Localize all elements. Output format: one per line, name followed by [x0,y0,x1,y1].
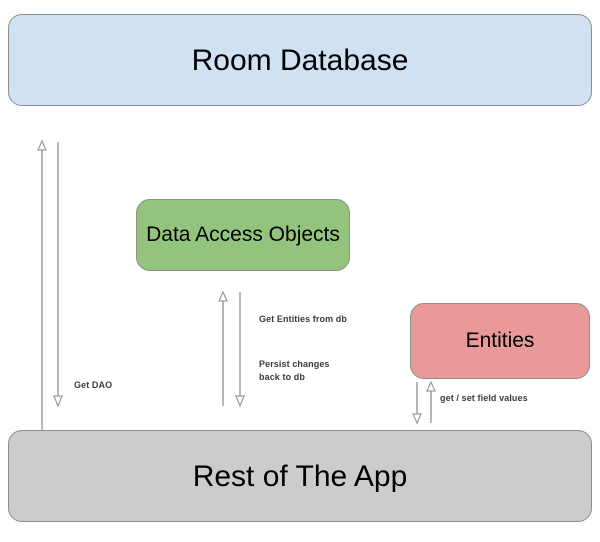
node-data-access-objects[interactable]: Data Access Objects [136,199,350,271]
node-room-database[interactable]: Room Database [8,14,592,106]
edge-label-get-entities-from-db: Get Entities from db [259,314,348,324]
edge-label-get-set-field-values: get / set field values [440,393,528,403]
edge-entities-to-app [412,382,422,425]
edge-dao-returned [53,142,63,408]
edge-get-dao-request [37,139,47,430]
node-room-database-label: Room Database [191,43,409,77]
node-rest-of-the-app-label: Rest of The App [192,459,408,493]
node-data-access-objects-label: Data Access Objects [146,223,340,247]
edge-label-persist-changes-back-to-db: Persist changes back to db [259,359,330,382]
edge-get-set-field-values [426,380,436,423]
edge-get-entities-from-db [218,290,228,406]
edge-label-get-dao: Get DAO [74,380,113,390]
node-entities-label: Entities [465,329,535,353]
edge-persist-changes-back-to-db [235,292,245,408]
node-entities[interactable]: Entities [410,303,590,379]
node-rest-of-the-app[interactable]: Rest of The App [8,430,592,522]
